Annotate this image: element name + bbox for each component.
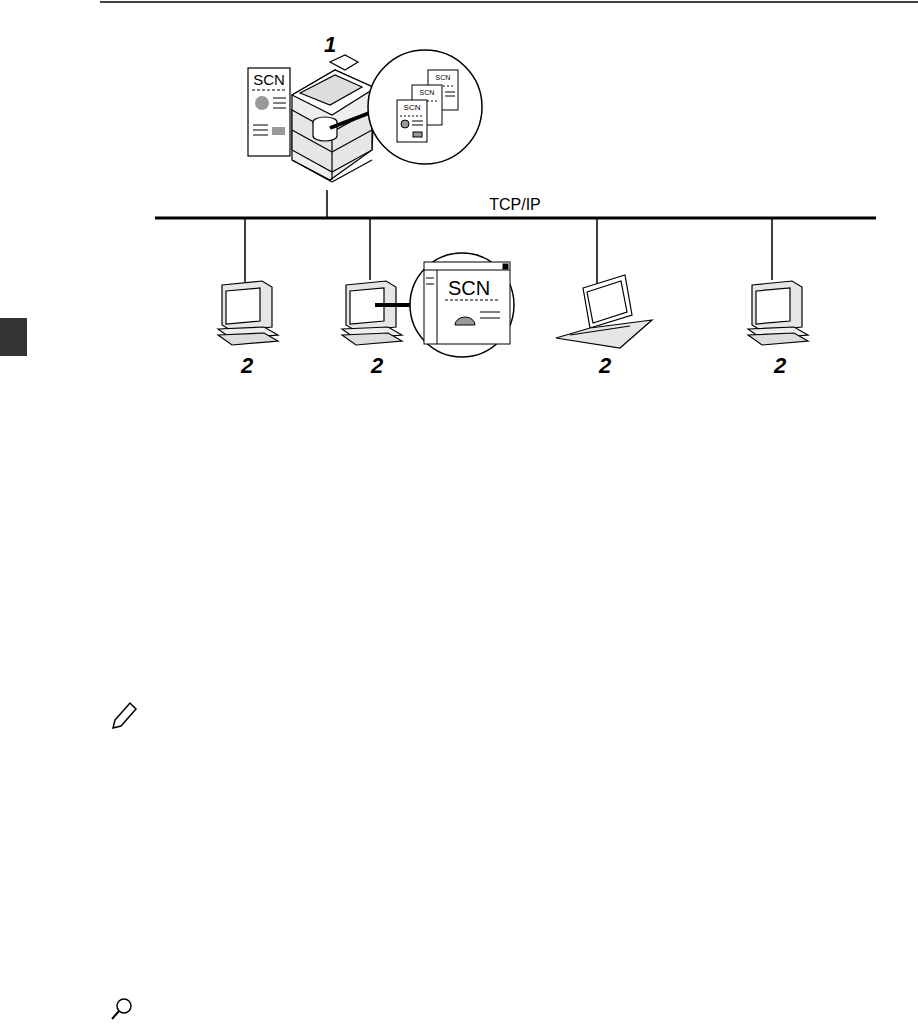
screen-label: SCN xyxy=(448,278,490,298)
callout-number: 2 xyxy=(774,355,786,377)
chapter-tab xyxy=(0,318,27,356)
document-label: SCN xyxy=(253,72,285,87)
network-label: TCP/IP xyxy=(489,197,541,213)
reference-icon xyxy=(112,999,131,1019)
note-icon xyxy=(113,703,136,728)
document-label: SCN xyxy=(436,74,451,81)
screen-callout xyxy=(410,253,514,357)
callout-number: 2 xyxy=(241,355,253,377)
storage-callout xyxy=(368,50,482,164)
laptop-computer xyxy=(556,275,652,348)
page-rule xyxy=(100,1,918,3)
network-line xyxy=(155,217,876,220)
document-label: SCN xyxy=(420,89,435,96)
scan-document xyxy=(248,68,290,156)
document-label: SCN xyxy=(404,104,421,112)
desktop-computer xyxy=(748,281,808,345)
viewer-window xyxy=(424,262,510,344)
callout-number: 2 xyxy=(371,355,383,377)
callout-number: 1 xyxy=(324,34,336,56)
callout-number: 2 xyxy=(599,355,611,377)
stored-documents xyxy=(397,70,458,142)
desktop-computer xyxy=(342,281,402,345)
desktop-computer xyxy=(218,281,278,345)
printer-icon xyxy=(292,55,375,182)
